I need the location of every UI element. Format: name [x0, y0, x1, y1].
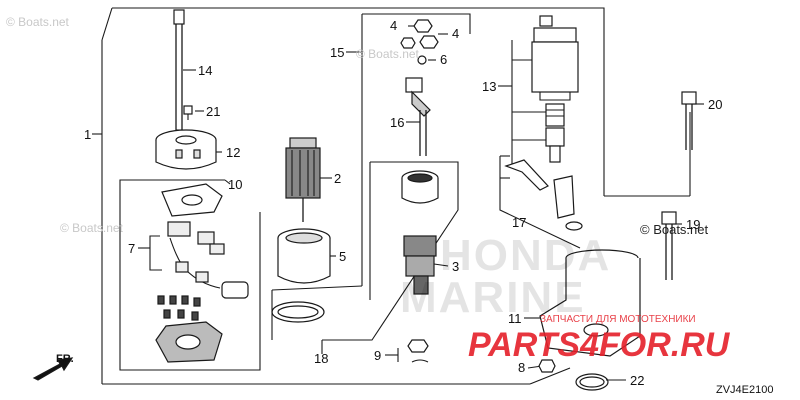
gasket-10: [161, 183, 223, 217]
watermark-boats-mid-left: © Boats.net: [60, 221, 124, 235]
brush-springs: [157, 295, 201, 321]
callout-1: 1: [84, 127, 91, 142]
end-cover-12: [155, 129, 217, 170]
bracket-17: [499, 156, 581, 249]
callout-16: 16: [390, 115, 404, 130]
watermark-boats-top-mid: © Boats.net: [356, 47, 420, 61]
callout-20: 20: [708, 97, 722, 112]
through-bolt-14: [173, 9, 185, 131]
callout-17: 17: [512, 215, 526, 230]
washer-6: [417, 55, 427, 65]
o-ring-22: [575, 373, 609, 391]
callout-10: 10: [228, 177, 242, 192]
front-arrow: FR.: [32, 353, 74, 381]
lever-17: [504, 159, 583, 231]
brush-holder: [155, 321, 223, 363]
callout-8: 8: [518, 360, 525, 375]
watermark-brand-1: HONDA: [440, 231, 611, 280]
callout-18: 18: [314, 351, 328, 366]
callout-9: 9: [374, 348, 381, 363]
box-10: [119, 179, 261, 371]
pinion-3: [403, 235, 437, 295]
callout-13: 13: [482, 79, 496, 94]
bolt-19: [661, 211, 677, 280]
callout-5: 5: [339, 249, 346, 264]
drive-housing: [539, 249, 641, 357]
frame-bottom-diag: [529, 367, 571, 385]
callout-3: 3: [452, 259, 459, 274]
bolt-20: [681, 91, 697, 150]
watermark-parts-tagline: ЗАПЧАСТИ ДЛЯ МОТОТЕХНИКИ: [540, 314, 696, 325]
leader-10: [224, 179, 231, 185]
bracket-7: [149, 235, 162, 271]
yoke-5: [277, 228, 331, 284]
diagram-code: ZVJ4E2100: [716, 384, 773, 396]
bolt-8: [538, 359, 556, 373]
watermark-boats-right: © Boats.net: [640, 222, 709, 237]
callout-22: 22: [630, 373, 644, 388]
callout-2: 2: [334, 171, 341, 186]
armature-2: [285, 137, 321, 222]
watermark-boats-top-left: © Boats.net: [6, 15, 70, 29]
group-lines: [92, 7, 704, 385]
leader-3: [433, 263, 449, 267]
callout-6: 6: [440, 52, 447, 67]
frame-top: [112, 7, 605, 196]
box-18: [322, 161, 459, 341]
watermark-brand-2: MARINE: [400, 273, 586, 322]
pinion-cup: [401, 170, 439, 204]
solenoid-13: [531, 15, 579, 163]
callout-7: 7: [128, 241, 135, 256]
callout-4a: 4: [390, 18, 397, 33]
watermarks: © Boats.net © Boats.net © Boats.net © Bo…: [6, 15, 731, 364]
watermark-parts-site: PARTS4FOR.RU: [468, 326, 731, 364]
callout-21: 21: [206, 104, 220, 119]
callout-11: 11: [508, 311, 522, 326]
frame-left-top: [101, 7, 113, 41]
brush-harness-7: [167, 221, 249, 299]
screw-21: [183, 105, 193, 120]
callout-4b: 4: [452, 26, 459, 41]
o-ring-18: [271, 301, 325, 323]
front-arrow-label: FR.: [56, 353, 74, 365]
callout-19: 19: [686, 217, 700, 232]
callout-numbers: 1 2 3 4 4 5 6 7 8 9 10 11 12 13 14 15 16…: [84, 18, 722, 388]
box-15-bottom: [271, 285, 363, 291]
shaft-16: [405, 77, 431, 156]
callout-12: 12: [226, 145, 240, 160]
callout-14: 14: [198, 63, 212, 78]
nut-9: [407, 339, 429, 363]
callout-15: 15: [330, 45, 344, 60]
nuts-4: [400, 19, 439, 49]
box-15-top: [362, 13, 471, 34]
